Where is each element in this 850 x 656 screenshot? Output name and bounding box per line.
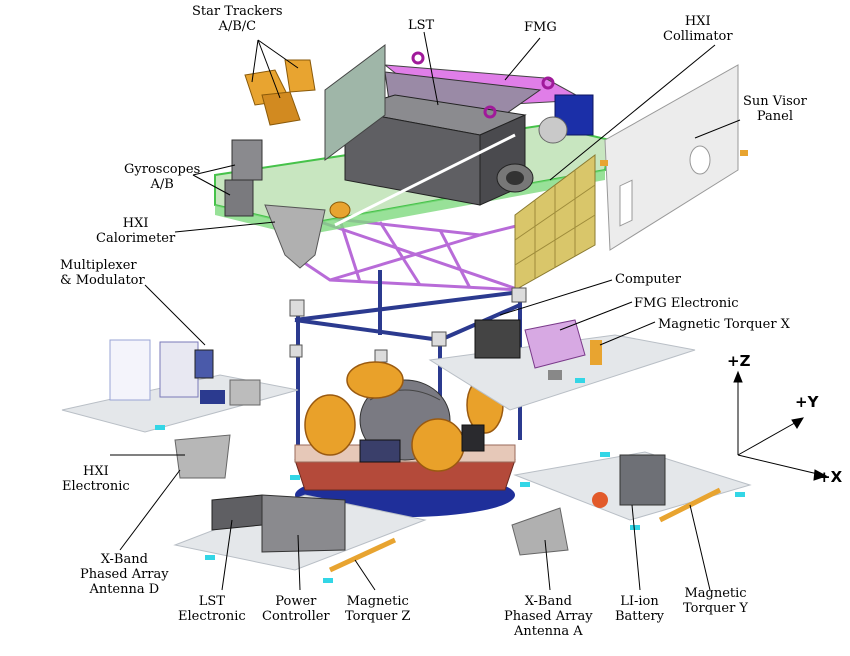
lst-optics-lens (506, 171, 524, 185)
hxi-electronic-box (174, 434, 231, 479)
reaction-wheels (304, 361, 504, 472)
propulsion-box-2 (461, 424, 485, 452)
bottom-left-panel (173, 494, 427, 573)
label-power-controller: Power Controller (262, 594, 330, 624)
lst-electronic-box (211, 494, 263, 531)
axis-triad (733, 370, 828, 481)
fmg-ring-3 (483, 105, 497, 119)
central-frame (294, 270, 522, 455)
base-body (294, 459, 516, 491)
li-ion-battery-box (619, 454, 666, 506)
label-star-trackers: Star Trackers A/B/C (192, 4, 283, 34)
power-controller-box (261, 494, 346, 553)
label-computer: Computer (615, 272, 681, 287)
magnetic-torquer-z (328, 537, 397, 573)
fmg-ring-1 (411, 51, 425, 65)
battery-valve (592, 492, 608, 508)
label-hxi-collimator: HXI Collimator (663, 14, 733, 44)
sun-visor-panel (600, 64, 748, 251)
propulsion-box (359, 439, 401, 463)
connectors (155, 378, 745, 583)
label-fmg-electronic: FMG Electronic (634, 296, 739, 311)
axis-label-x: +X (818, 468, 843, 486)
label-x-band-a: X-Band Phased Array Antenna A (504, 594, 593, 639)
gyroscopes (224, 139, 263, 217)
payload-module (214, 44, 612, 292)
hxi-calorimeter (264, 204, 326, 269)
lst-boom (334, 133, 516, 227)
label-gyroscopes: Gyroscopes A/B (124, 162, 201, 192)
fmg-ring-2 (541, 76, 555, 90)
label-lst-electronic: LST Electronic (178, 594, 246, 624)
label-magnetic-torquer-y: Magnetic Torquer Y (683, 586, 749, 616)
x-band-a-box (511, 507, 569, 556)
star-trackers (244, 59, 316, 126)
label-sun-visor-panel: Sun Visor Panel (743, 94, 807, 124)
fmg-electronic-box (524, 319, 586, 369)
leader-lines (110, 31, 741, 591)
label-fmg: FMG (524, 20, 557, 35)
label-li-ion-battery: LI-ion Battery (615, 594, 665, 624)
radiator-panel (324, 44, 386, 161)
right-panel (428, 319, 696, 411)
label-magnetic-torquer-x: Magnetic Torquer X (658, 317, 790, 332)
computer-box (474, 319, 521, 359)
left-panel (61, 339, 299, 479)
label-multiplexer: Multiplexer & Modulator (60, 258, 145, 288)
calorimeter-ring (329, 201, 351, 219)
label-hxi-calorimeter: HXI Calorimeter (96, 216, 176, 246)
label-lst: LST (408, 18, 435, 33)
collimator-grid (514, 170, 596, 279)
axis-label-y: +Y (795, 393, 819, 411)
label-x-band-d: X-Band Phased Array Antenna D (80, 552, 169, 597)
axis-label-z: +Z (727, 352, 751, 370)
label-hxi-electronic: HXI Electronic (62, 464, 130, 494)
label-magnetic-torquer-z: Magnetic Torquer Z (345, 594, 411, 624)
fmg-cylinder (538, 116, 568, 144)
bottom-right-panel (511, 451, 752, 556)
